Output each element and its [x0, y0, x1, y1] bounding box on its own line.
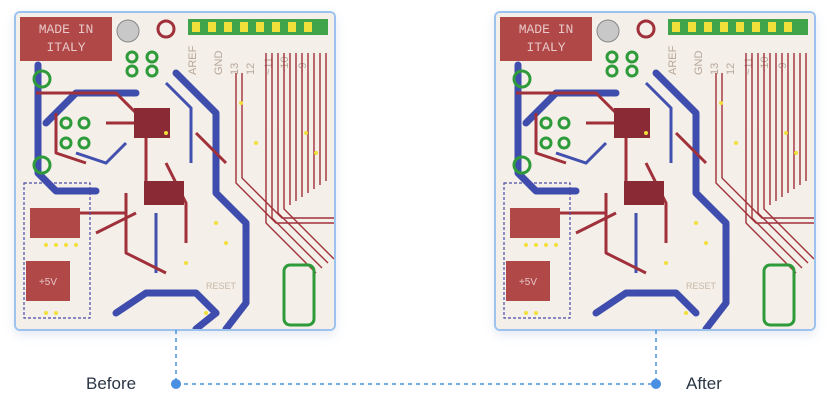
power-label: +5V: [39, 277, 57, 288]
header-label-gnd: GND: [213, 51, 225, 76]
before-pcb-render: MADE IN ITALY AREF GND 13 12 ~11 ~10 ~9: [16, 13, 334, 329]
after-header-label-aref: AREF: [667, 45, 679, 75]
header-label-9: ~9: [297, 62, 309, 75]
header-label-aref: AREF: [187, 45, 199, 75]
after-board-image: MADE IN ITALY AREF GND 13 12 ~11 ~10 ~9: [494, 11, 816, 331]
after-header-label-13: 13: [709, 63, 721, 75]
after-made-in-line1: MADE IN: [519, 22, 574, 37]
after-power-label: +5V: [519, 277, 537, 288]
reset-label: RESET: [206, 281, 237, 291]
after-header-label-gnd: GND: [693, 51, 705, 76]
after-caption: After: [686, 374, 722, 393]
header-label-12: 12: [245, 63, 257, 75]
after-marker-dot: [651, 379, 661, 389]
before-board-image: MADE IN ITALY AREF GND 13 12 ~11 ~10 ~9: [14, 11, 336, 331]
header-label-10: ~10: [279, 56, 291, 75]
after-header-label-9: ~9: [777, 62, 789, 75]
after-header-label-12: 12: [725, 63, 737, 75]
header-pins: [188, 19, 328, 35]
after-pcb-render: MADE IN ITALY AREF GND 13 12 ~11 ~10 ~9: [496, 13, 814, 329]
after-made-in-line2: ITALY: [526, 40, 565, 55]
before-caption: Before: [86, 374, 137, 393]
made-in-italy-block: [20, 17, 112, 61]
after-reset-label: RESET: [686, 281, 717, 291]
made-in-line2: ITALY: [46, 40, 85, 55]
made-in-line1: MADE IN: [39, 22, 94, 37]
after-header-label-10: ~10: [759, 56, 771, 75]
header-label-13: 13: [229, 63, 241, 75]
before-marker-dot: [171, 379, 181, 389]
